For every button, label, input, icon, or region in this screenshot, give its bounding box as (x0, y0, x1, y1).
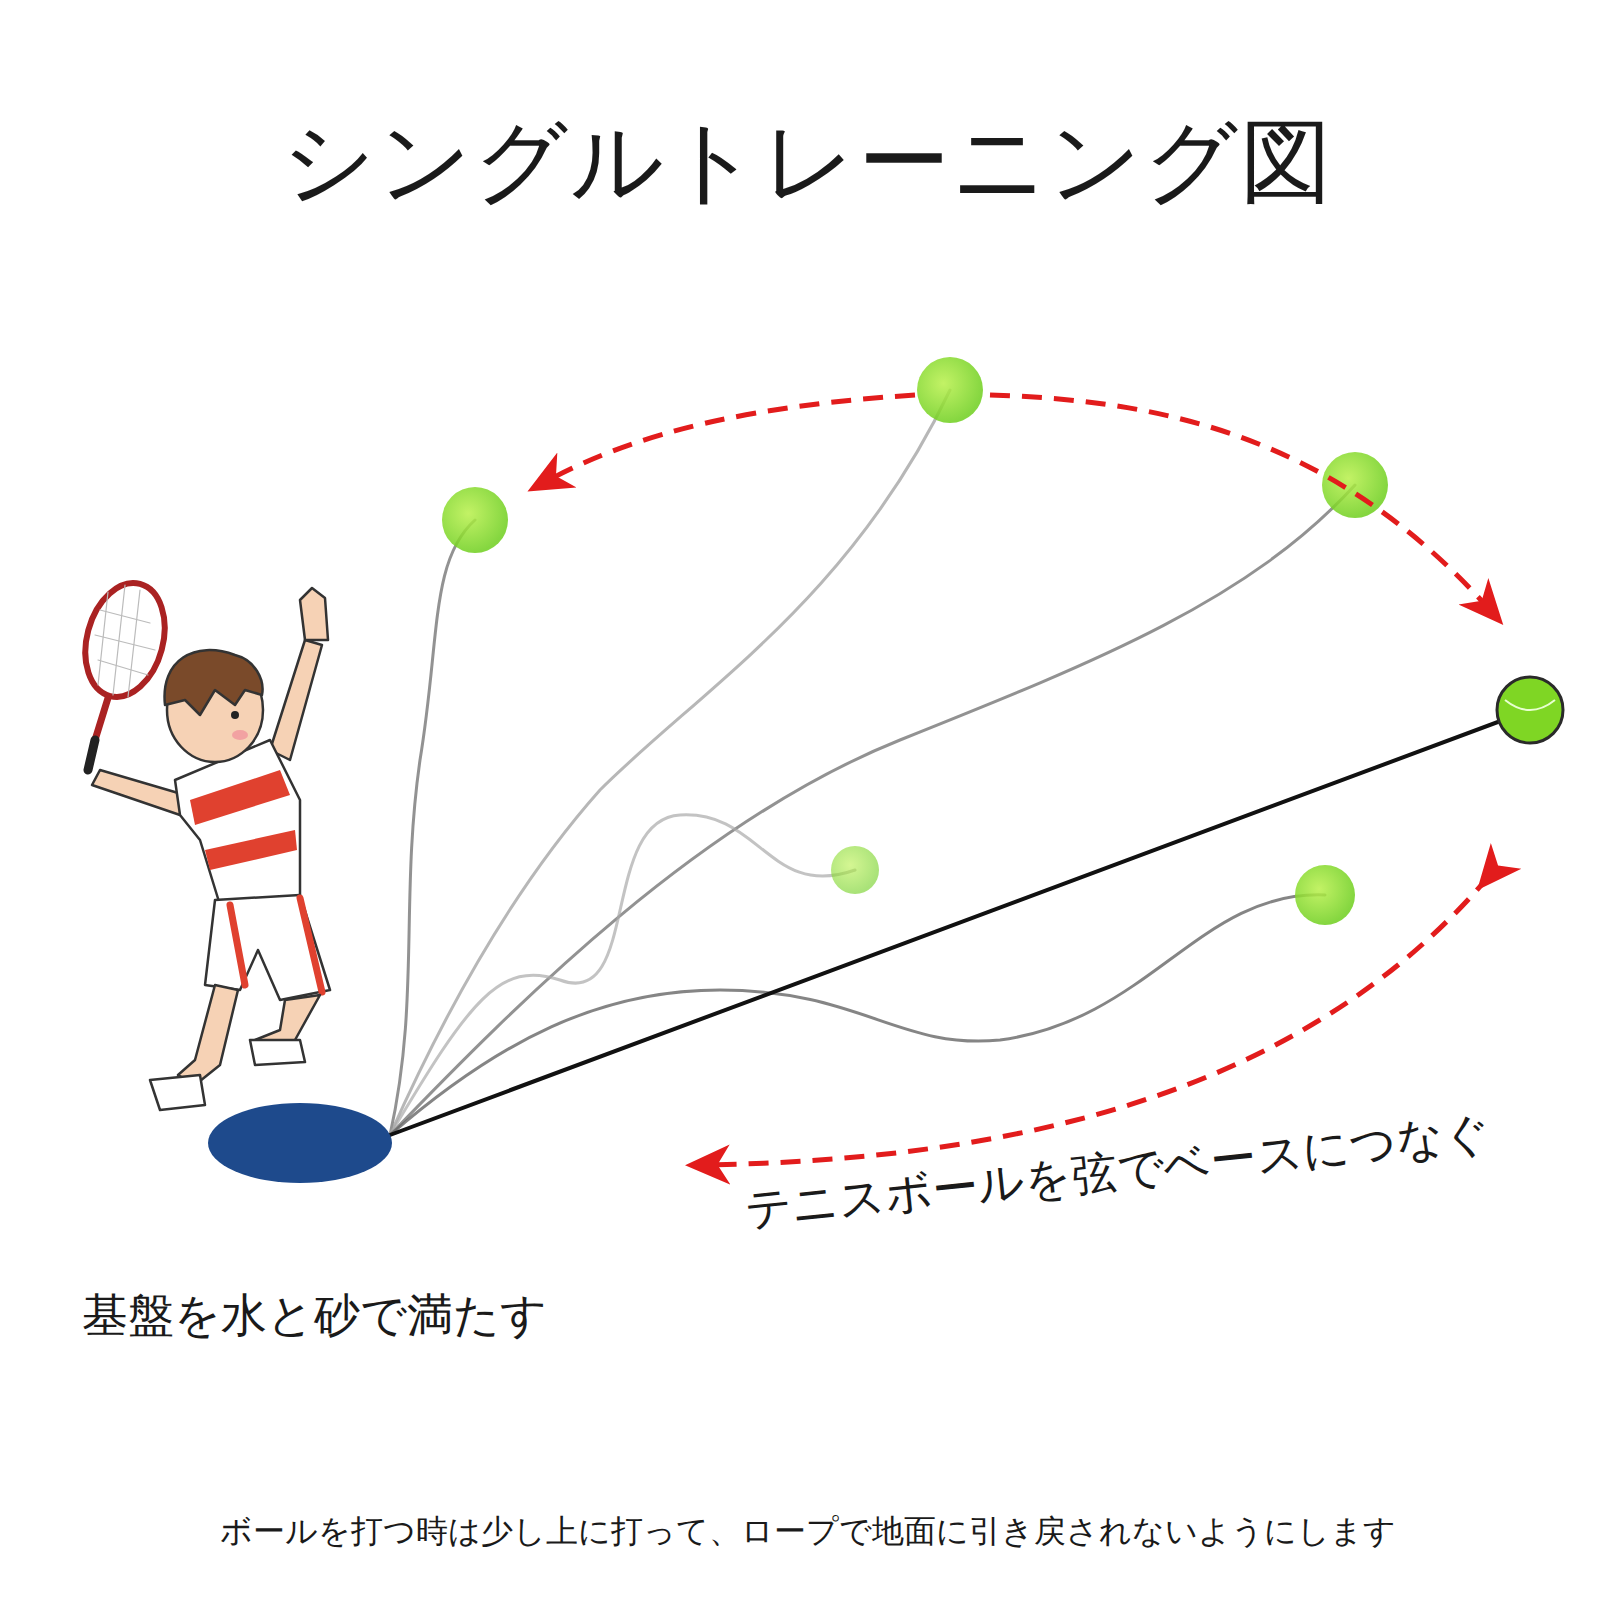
motion-arrows (545, 395, 1490, 1165)
title: シングルトレーニング図 (8, 100, 1600, 224)
base-note: 基盤を水と砂で満たす (82, 1285, 547, 1347)
tennis-balls (442, 357, 1563, 925)
player-figure (73, 574, 330, 1110)
rope-note: テニスボールを弦でベースにつなぐ (742, 1102, 1493, 1242)
caption: ボールを打つ時は少し上に打って、ロープで地面に引き戻されないようにします (8, 1510, 1600, 1554)
weighted-base (208, 1103, 392, 1183)
